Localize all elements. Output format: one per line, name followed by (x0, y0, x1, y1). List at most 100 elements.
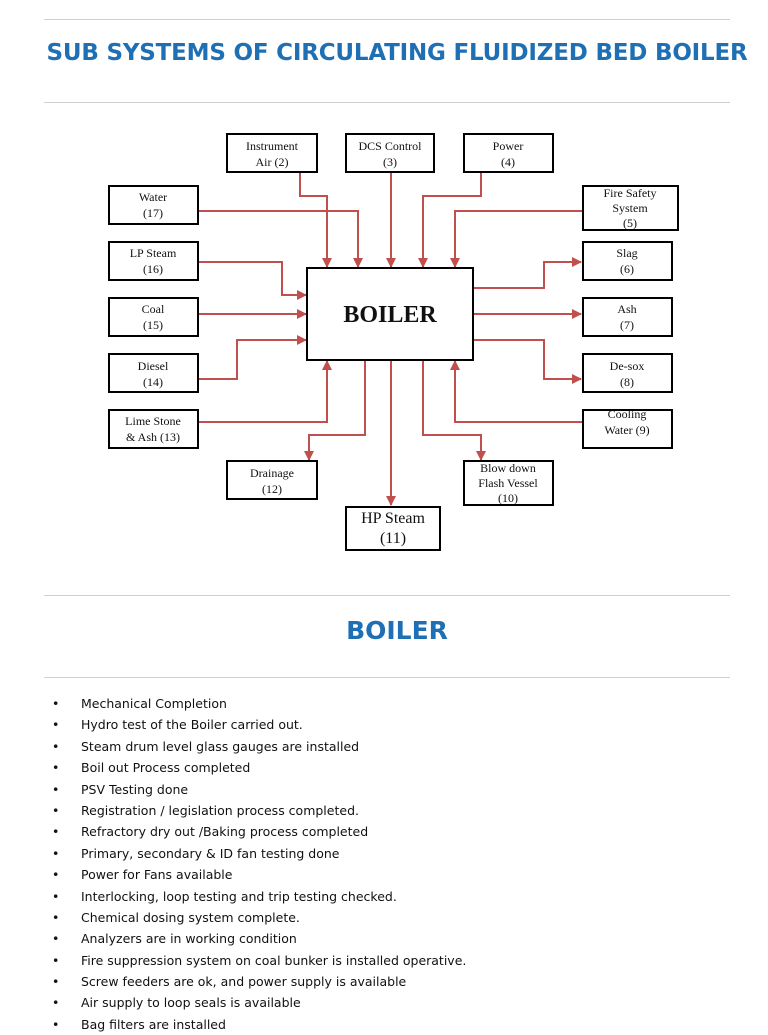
svg-text:Water: Water (139, 190, 167, 204)
checklist-item: •Power for Fans available (50, 864, 466, 885)
coal-box: Coal (15) (108, 297, 199, 337)
svg-text:HP Steam: HP Steam (361, 510, 425, 527)
svg-text:& Ash (13): & Ash (13) (126, 430, 180, 444)
svg-text:(5): (5) (623, 216, 637, 230)
arrow-slag (474, 257, 582, 289)
bullet-icon: • (52, 696, 60, 711)
arrow-diesel (199, 335, 307, 380)
bullet-icon: • (52, 995, 60, 1011)
arrow-lp-steam (199, 261, 307, 300)
svg-text:Diesel: Diesel (138, 359, 169, 373)
power-box: Power (4) (463, 133, 554, 173)
svg-text:(17): (17) (143, 206, 163, 220)
svg-text:(11): (11) (380, 530, 406, 547)
svg-text:Power: Power (493, 139, 524, 153)
diagram-divider (44, 595, 730, 596)
checklist-item: •Fire suppression system on coal bunker … (50, 950, 466, 971)
svg-text:(8): (8) (620, 375, 634, 389)
arrow-fire-safety (450, 210, 582, 268)
svg-text:(16): (16) (143, 262, 163, 276)
bullet-icon: • (52, 952, 60, 968)
svg-text:System: System (612, 201, 648, 215)
bullet-icon: • (52, 974, 60, 990)
checklist-item: •Primary, secondary & ID fan testing don… (50, 843, 466, 864)
hp-steam-box: HP Steam (11) (345, 506, 441, 551)
dcs-control-box: DCS Control (3) (345, 133, 435, 173)
arrow-de-sox (474, 339, 582, 384)
boiler-label: BOILER (343, 302, 437, 328)
svg-text:Fire Safety: Fire Safety (604, 186, 657, 200)
svg-text:(14): (14) (143, 375, 163, 389)
instrument-air-box: Instrument Air (2) (226, 133, 318, 173)
arrow-cooling-water (450, 360, 582, 423)
arrow-water (199, 210, 363, 268)
checklist-item: •Air supply to loop seals is available (50, 992, 466, 1013)
section-title: BOILER (346, 616, 448, 645)
title-divider (44, 102, 730, 103)
de-sox-box: De-sox (8) (582, 353, 673, 393)
drainage-box: Drainage (12) (226, 460, 318, 500)
svg-text:Blow down: Blow down (480, 461, 536, 475)
svg-text:DCS Control: DCS Control (358, 139, 422, 153)
checklist-item: •Screw feeders are ok, and power supply … (50, 971, 466, 992)
svg-text:Drainage: Drainage (250, 466, 294, 480)
bullet-icon: • (52, 802, 60, 818)
lime-stone-box: Lime Stone & Ash (13) (108, 409, 199, 449)
svg-text:Instrument: Instrument (246, 139, 299, 153)
checklist-item: •Mechanical Completion (50, 693, 466, 714)
blow-down-box: Blow down Flash Vessel (10) (463, 460, 554, 506)
bullet-icon: • (52, 760, 60, 776)
ash-box: Ash (7) (582, 297, 673, 337)
boiler-box: BOILER (306, 267, 474, 361)
bullet-icon: • (52, 931, 60, 947)
arrow-drainage (304, 361, 366, 461)
bullet-icon: • (52, 738, 60, 754)
svg-text:LP Steam: LP Steam (130, 246, 177, 260)
svg-text:(15): (15) (143, 318, 163, 332)
checklist-item: •Boil out Process completed (50, 757, 466, 778)
svg-text:De-sox: De-sox (610, 359, 645, 373)
svg-text:(6): (6) (620, 262, 634, 276)
checklist-item: •Interlocking, loop testing and trip tes… (50, 886, 466, 907)
cooling-water-box: Cooling Water (9) (582, 407, 673, 449)
diesel-box: Diesel (14) (108, 353, 199, 393)
checklist-item: •PSV Testing done (50, 779, 466, 800)
arrow-blow-down (422, 361, 486, 461)
checklist-item: •Refractory dry out /Baking process comp… (50, 821, 466, 842)
svg-text:Coal: Coal (142, 302, 165, 316)
slag-box: Slag (6) (582, 241, 673, 281)
svg-text:Water (9): Water (9) (604, 423, 649, 437)
checklist-item: •Hydro test of the Boiler carried out. (50, 714, 466, 735)
svg-text:Slag: Slag (616, 246, 637, 260)
svg-text:Lime Stone: Lime Stone (125, 414, 181, 428)
svg-text:Ash: Ash (617, 302, 636, 316)
fire-safety-box: Fire Safety System (5) (582, 185, 679, 231)
arrow-instrument-air (299, 173, 332, 268)
arrow-lime-stone (199, 360, 332, 423)
svg-text:Cooling: Cooling (608, 407, 647, 421)
bullet-icon: • (52, 1016, 60, 1032)
subsystems-diagram: BOILER Instrument Air (2) DCS Control (3… (108, 133, 679, 551)
svg-text:(3): (3) (383, 155, 397, 169)
arrow-power (418, 173, 482, 268)
bullet-icon: • (52, 867, 60, 883)
bullet-icon: • (52, 845, 60, 861)
boiler-checklist: •Mechanical Completion •Hydro test of th… (50, 693, 466, 1035)
bullet-icon: • (52, 781, 60, 797)
checklist-item: •Bag filters are installed (50, 1014, 466, 1035)
svg-text:Flash Vessel: Flash Vessel (478, 476, 538, 490)
checklist-item: •Chemical dosing system complete. (50, 907, 466, 928)
top-divider (44, 19, 730, 20)
bullet-icon: • (52, 824, 60, 840)
svg-text:(10): (10) (498, 491, 518, 505)
water-box: Water (17) (108, 185, 199, 225)
svg-text:Air (2): Air (2) (256, 155, 289, 169)
section-divider (44, 677, 730, 678)
svg-text:(12): (12) (262, 482, 282, 496)
bullet-icon: • (52, 717, 60, 733)
lp-steam-box: LP Steam (16) (108, 241, 199, 281)
checklist-item: •Steam drum level glass gauges are insta… (50, 736, 466, 757)
svg-text:(7): (7) (620, 318, 634, 332)
bullet-icon: • (52, 888, 60, 904)
svg-text:(4): (4) (501, 155, 515, 169)
